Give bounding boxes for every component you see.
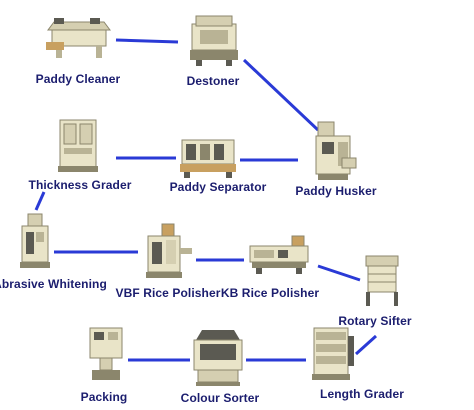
thickness-grader-label: Thickness Grader [28, 178, 132, 192]
packing-label: Packing [80, 390, 128, 404]
destoner-label: Destoner [186, 74, 240, 88]
connector-sifter-length [354, 334, 378, 356]
paddy-cleaner-label: Paddy Cleaner [35, 72, 121, 86]
length-grader-label: Length Grader [320, 387, 404, 401]
connector-cleaner-destoner [115, 38, 179, 44]
paddy-cleaner-machine-icon [46, 18, 111, 58]
rotary-sifter-machine-icon [365, 255, 399, 306]
destoner-machine-icon [190, 15, 238, 66]
vbf-rice-polisher-machine-icon [146, 223, 192, 278]
thickness-grader-machine-icon [58, 119, 98, 172]
paddy-husker-label: Paddy Husker [295, 184, 377, 198]
vbf-rice-polisher-label: VBF Rice Polisher [115, 286, 221, 300]
colour-sorter-machine-icon [193, 330, 243, 386]
connector-destoner-husker [242, 58, 320, 132]
kb-rice-polisher-machine-icon [249, 235, 309, 274]
length-grader-machine-icon [312, 327, 354, 380]
packing-machine-icon [89, 327, 123, 380]
paddy-separator-machine-icon [180, 139, 236, 178]
abrasive-whitening-label: Abrasive Whitening [0, 277, 107, 291]
connector-kb-sifter [317, 264, 361, 282]
paddy-separator-label: Paddy Separator [169, 180, 267, 194]
abrasive-whitening-machine-icon [20, 213, 50, 268]
kb-rice-polisher-label: KB Rice Polisher [220, 286, 320, 300]
paddy-husker-machine-icon [315, 121, 357, 180]
rotary-sifter-label: Rotary Sifter [338, 314, 412, 328]
connector-grader-abrasive [34, 191, 46, 211]
colour-sorter-label: Colour Sorter [180, 391, 260, 405]
